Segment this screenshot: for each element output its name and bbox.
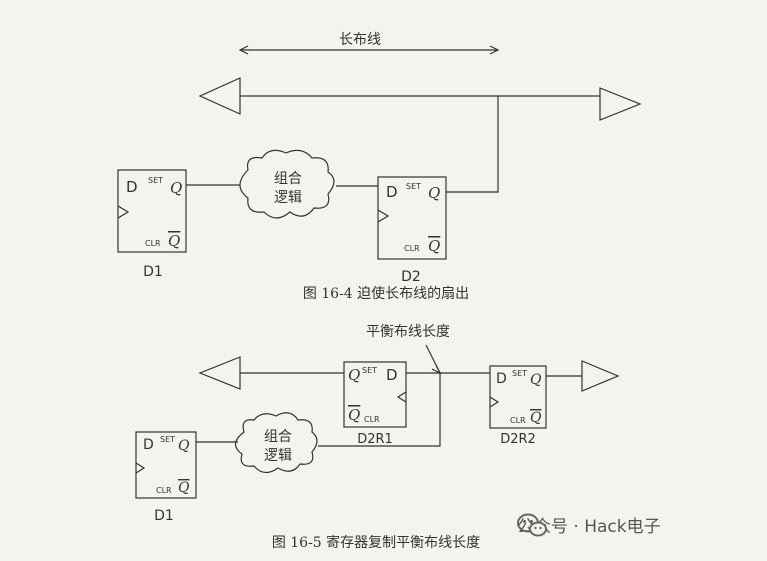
left-buffer-icon: [198, 356, 241, 390]
flipflop-d2r1-box: [343, 361, 407, 428]
d2-d-pin: D: [386, 183, 398, 201]
wire-logic-balance-node: [318, 373, 441, 447]
balance-route-label: 平衡布线长度: [366, 324, 450, 340]
fanout-bus: [198, 77, 642, 121]
d2-set-pin: SET: [406, 182, 421, 191]
d2-clr-pin: CLR: [404, 244, 420, 253]
d2r2-d-pin: D: [496, 371, 507, 387]
d1-clr-pin: CLR: [145, 239, 161, 248]
d1b-q-pin: Q: [178, 438, 190, 454]
clock-icon: [117, 205, 130, 219]
d2r2-name: D2R2: [500, 432, 536, 447]
d2-qbar-pin: Q: [428, 237, 440, 255]
long-route-label: 长布线: [339, 32, 381, 48]
d2r1-clr-pin: CLR: [364, 415, 380, 424]
d2r2-set-pin: SET: [512, 369, 527, 378]
flipflop-d1-box: [135, 431, 197, 499]
logic2-label-line2: 逻辑: [264, 448, 292, 464]
d2r2-clr-pin: CLR: [510, 416, 526, 425]
d2r1-q-pin: Q: [348, 366, 360, 384]
clock-icon: [377, 209, 390, 223]
d2r1-qbar-pin: Q: [348, 406, 360, 424]
bus-right-buffer-icon: [599, 87, 642, 121]
combinational-logic-cloud: [234, 412, 318, 474]
bus-left-buffer-icon: [198, 77, 241, 115]
d2r2-qbar-pin: Q: [530, 410, 542, 426]
d1b-set-pin: SET: [160, 435, 175, 444]
d1-set-pin: SET: [148, 176, 163, 185]
d2r1-d-pin: D: [386, 366, 398, 384]
d1-qbar-pin: Q: [168, 232, 180, 250]
flipflop-d1-box: [117, 169, 187, 253]
d2r1-set-pin: SET: [362, 366, 377, 375]
d1b-d-pin: D: [143, 437, 154, 453]
d2-q-pin: Q: [428, 184, 440, 202]
d2-name: D2: [401, 269, 421, 285]
d1-name: D1: [143, 264, 163, 280]
figure-caption-16-4: 图 16-4 迫使长布线的扇出: [303, 285, 469, 302]
long-route-dimension: [238, 45, 500, 55]
clock-icon: [135, 462, 146, 474]
d2r2-q-pin: Q: [530, 372, 542, 388]
watermark-text: 公众号 · Hack电子: [517, 517, 661, 537]
right-buffer-icon: [581, 360, 620, 392]
clock-icon: [396, 391, 407, 403]
d1b-clr-pin: CLR: [156, 486, 172, 495]
d1-d-pin: D: [126, 178, 138, 196]
logic2-label-line1: 组合: [264, 429, 292, 445]
clock-icon: [489, 396, 500, 408]
flipflop-d2-box: [377, 176, 447, 260]
watermark: 公众号 · Hack电子: [517, 512, 661, 537]
combinational-logic-cloud: [239, 149, 335, 219]
wire-d2-bus: [446, 96, 499, 193]
d1b-qbar-pin: Q: [178, 480, 190, 496]
logic-label-line1: 组合: [274, 171, 302, 187]
figure-caption-16-5: 图 16-5 寄存器复制平衡布线长度: [272, 534, 480, 551]
d1b-name: D1: [154, 508, 174, 524]
logic-label-line2: 逻辑: [274, 190, 302, 206]
d2r1-name: D2R1: [357, 432, 393, 447]
wechat-logo-icon: [517, 513, 547, 537]
d1-q-pin: Q: [170, 179, 182, 197]
